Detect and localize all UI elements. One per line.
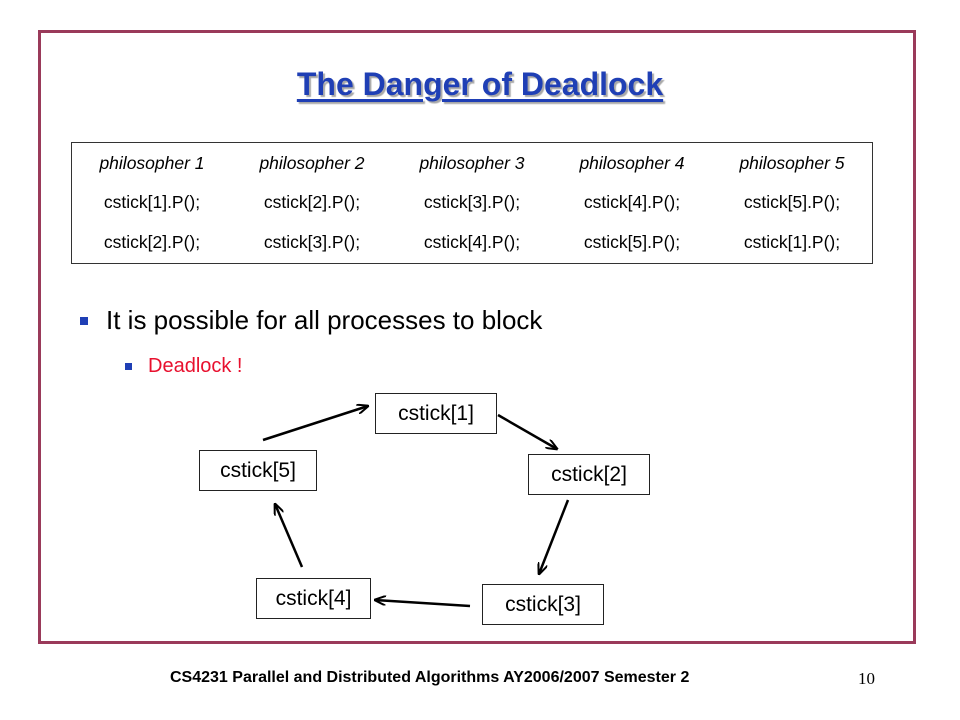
arrow-2-to-3: [539, 499, 570, 574]
table-header-cell: philosopher 3: [419, 152, 525, 173]
arrow-4-to-5: [275, 504, 304, 568]
table-row: cstick[1].P(); cstick[2].P(); cstick[3].…: [72, 183, 873, 221]
node-cstick-1: cstick[1]: [375, 393, 497, 434]
square-bullet-icon: [80, 316, 88, 325]
arrow-3-to-4: [375, 600, 471, 608]
bullet-main: It is possible for all processes to bloc…: [80, 305, 542, 336]
table-cell: cstick[5].P();: [743, 191, 841, 212]
table-header-row: philosopher 1 philosopher 2 philosopher …: [72, 143, 873, 184]
arrow-5-to-1: [262, 406, 368, 442]
table-header-cell: philosopher 1: [99, 152, 205, 173]
table-cell: cstick[1].P();: [743, 231, 841, 252]
table-cell: cstick[2].P();: [263, 191, 361, 212]
square-bullet-icon: [125, 363, 132, 370]
arrow-1-to-2: [497, 413, 557, 449]
table-cell: cstick[1].P();: [103, 191, 201, 212]
table-header-cell: philosopher 2: [259, 152, 365, 173]
philosopher-table: philosopher 1 philosopher 2 philosopher …: [71, 142, 873, 264]
table-cell: cstick[4].P();: [583, 191, 681, 212]
table-header-cell: philosopher 4: [579, 152, 685, 173]
node-cstick-3: cstick[3]: [482, 584, 604, 625]
table-row: cstick[2].P(); cstick[3].P(); cstick[4].…: [72, 221, 873, 264]
table-header-cell: philosopher 5: [739, 152, 845, 173]
footer-course: CS4231 Parallel and Distributed Algorith…: [170, 669, 690, 686]
page-number: 10: [858, 669, 875, 688]
table-cell: cstick[4].P();: [423, 231, 521, 252]
slide-frame: [38, 30, 916, 644]
table-cell: cstick[3].P();: [423, 191, 521, 212]
node-cstick-5: cstick[5]: [199, 450, 317, 491]
slide-title: The Danger of Deadlock: [296, 66, 664, 102]
bullet-sub: Deadlock !: [125, 355, 243, 378]
node-cstick-4: cstick[4]: [256, 578, 371, 619]
table-cell: cstick[5].P();: [583, 231, 681, 252]
node-cstick-2: cstick[2]: [528, 454, 650, 495]
table-cell: cstick[2].P();: [103, 231, 201, 252]
bullet-sub-text: Deadlock !: [148, 355, 243, 377]
bullet-main-text: It is possible for all processes to bloc…: [106, 305, 543, 335]
table-cell: cstick[3].P();: [263, 231, 361, 252]
